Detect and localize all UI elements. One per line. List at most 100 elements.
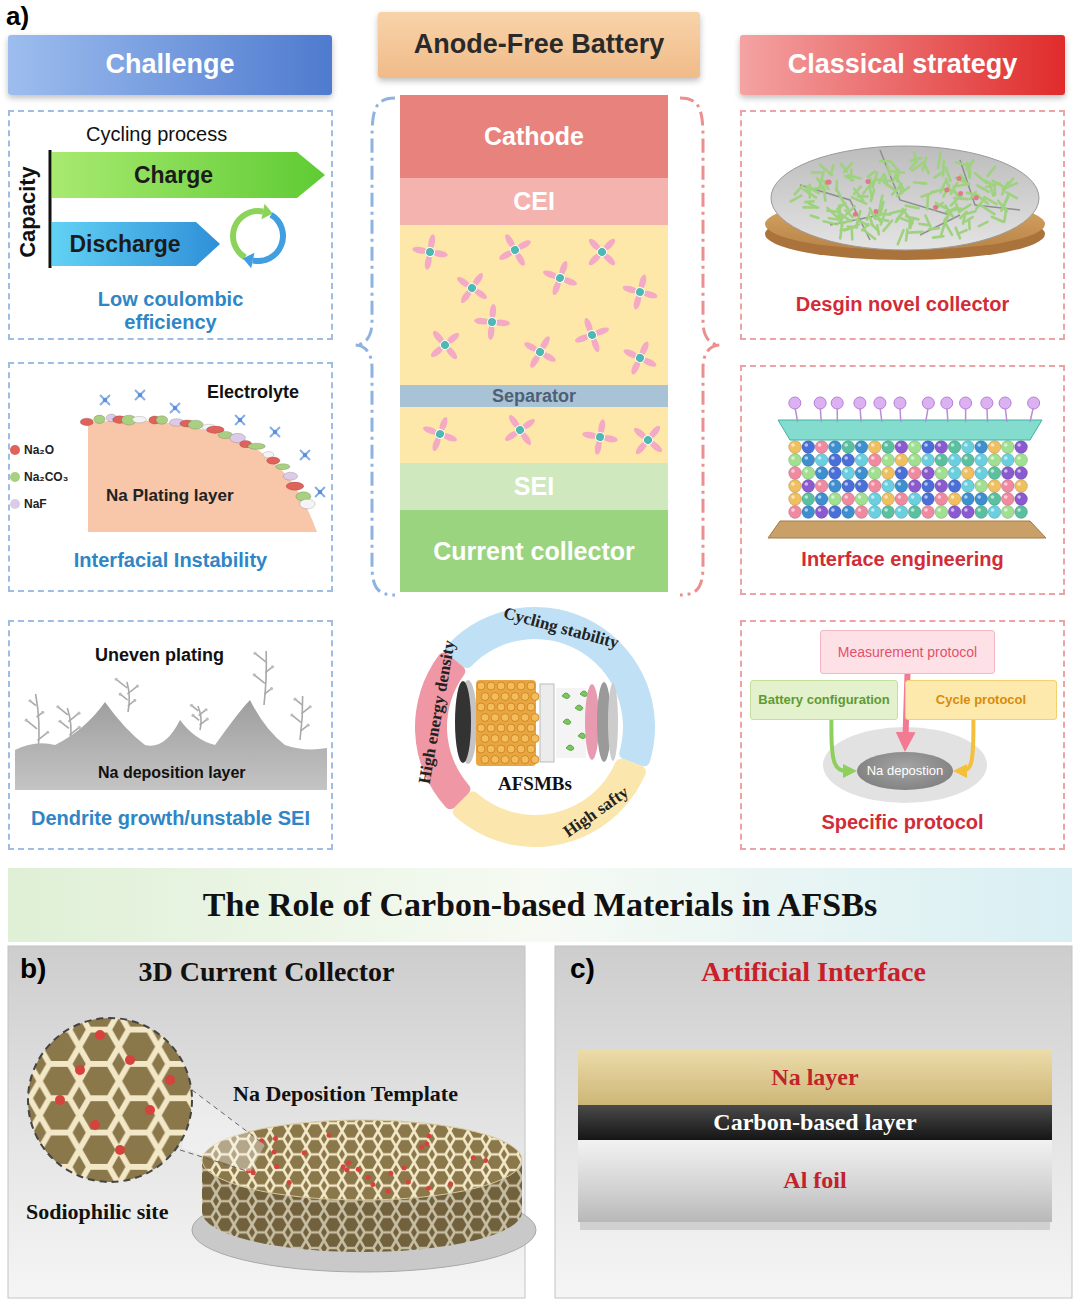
illustration-part	[1017, 469, 1021, 473]
electrolyte-molecule	[235, 415, 245, 425]
illustration-part	[191, 714, 194, 717]
illustration-part	[125, 1055, 135, 1065]
illustration-part	[908, 467, 921, 480]
text-label: Na Deposition Template	[233, 1081, 458, 1106]
illustration-part	[138, 393, 142, 397]
illustration-part	[818, 469, 822, 473]
illustration-part	[356, 1167, 361, 1172]
plating-layer: Na Plating layer	[88, 415, 317, 532]
protocol-box: Measurement protocol	[820, 630, 995, 674]
illustration-part	[642, 434, 655, 447]
illustration-part	[855, 506, 868, 519]
illustration-part	[252, 212, 286, 264]
illustration-part	[858, 495, 862, 499]
illustration-part	[800, 185, 870, 240]
legend-swatch	[10, 445, 20, 455]
illustration-part	[884, 482, 888, 486]
interface-block	[768, 397, 1046, 538]
illustration-part	[935, 441, 948, 454]
illustration-part	[25, 719, 28, 722]
dendrite	[253, 651, 274, 705]
illustration-part	[303, 453, 307, 457]
illustration-part	[948, 467, 961, 480]
illustration-part	[884, 495, 888, 499]
illustration-part	[829, 454, 842, 467]
illustration-part	[818, 508, 822, 512]
illustration-part	[507, 682, 515, 690]
illustration-part	[283, 472, 297, 480]
illustration-part	[909, 231, 923, 234]
foam-collector	[180, 1088, 536, 1272]
illustration-part	[805, 508, 809, 512]
illustration-part	[946, 209, 961, 212]
illustration-part	[881, 210, 886, 225]
text-label: a)	[6, 2, 29, 32]
legend-row: Na₂O	[10, 443, 54, 457]
illustration-part	[80, 418, 93, 426]
illustration-part	[1003, 195, 1008, 208]
illustration-part	[935, 454, 948, 467]
illustration-part	[805, 456, 809, 460]
collector-disc	[765, 146, 1045, 260]
illustration-part	[481, 735, 489, 743]
illustration-part	[562, 693, 570, 699]
illustration-part	[858, 443, 862, 447]
illustration-part	[1004, 482, 1008, 486]
electrolyte-molecule	[270, 427, 280, 437]
illustration-part	[309, 705, 312, 708]
node-text: Classical strategy	[788, 49, 1018, 80]
illustration-part	[1001, 480, 1014, 493]
illustration-part	[853, 212, 858, 217]
illustration-part	[434, 428, 446, 440]
illustration-part	[791, 469, 795, 473]
illustration-part	[871, 456, 875, 460]
illustration-part	[812, 171, 823, 174]
dendrite	[25, 694, 50, 752]
illustration-part	[366, 1175, 371, 1180]
illustration-part	[960, 397, 972, 409]
illustration-part	[924, 443, 928, 447]
cycle-icon	[230, 204, 286, 269]
salt-molecule	[417, 411, 463, 457]
illustration-part	[935, 506, 948, 519]
illustration-part	[898, 495, 902, 499]
illustration-part	[566, 745, 574, 751]
illustration-part	[991, 469, 995, 473]
illustration-part	[28, 1018, 192, 1182]
illustration-part	[802, 441, 815, 454]
illustration-part	[78, 726, 81, 729]
electrolyte-region	[400, 407, 668, 463]
illustration-part	[778, 420, 1042, 440]
illustration-part	[302, 1150, 307, 1155]
illustration-part	[922, 441, 935, 454]
illustration-part	[55, 1095, 65, 1105]
illustration-part	[563, 719, 571, 725]
dendrite	[290, 696, 311, 740]
illustration-part	[831, 165, 834, 175]
illustration-part	[844, 495, 848, 499]
illustration-part	[491, 735, 499, 743]
illustration-part	[818, 443, 822, 447]
illustration-part	[188, 420, 203, 429]
illustration-part	[425, 247, 435, 257]
illustration-part	[882, 454, 895, 467]
illustration-part	[180, 1150, 250, 1172]
illustration-part	[875, 179, 890, 181]
illustration-part	[964, 456, 968, 460]
illustration-part	[879, 174, 884, 183]
illustration-part	[868, 454, 881, 467]
illustration-part	[386, 1189, 391, 1194]
text-label: Electrolyte	[207, 382, 299, 403]
na-layer: Na layer	[578, 1050, 1052, 1105]
illustration-part	[771, 146, 1039, 250]
illustration-part	[964, 508, 968, 512]
illustration-part	[962, 467, 975, 480]
illustration-part	[818, 456, 822, 460]
illustration-part	[1001, 467, 1014, 480]
node-text: Dendrite growth/unstable SEI	[31, 807, 310, 830]
illustration-part	[634, 286, 645, 297]
illustration-part	[1017, 443, 1021, 447]
illustration-part	[509, 244, 521, 256]
illustration-part	[1017, 495, 1021, 499]
